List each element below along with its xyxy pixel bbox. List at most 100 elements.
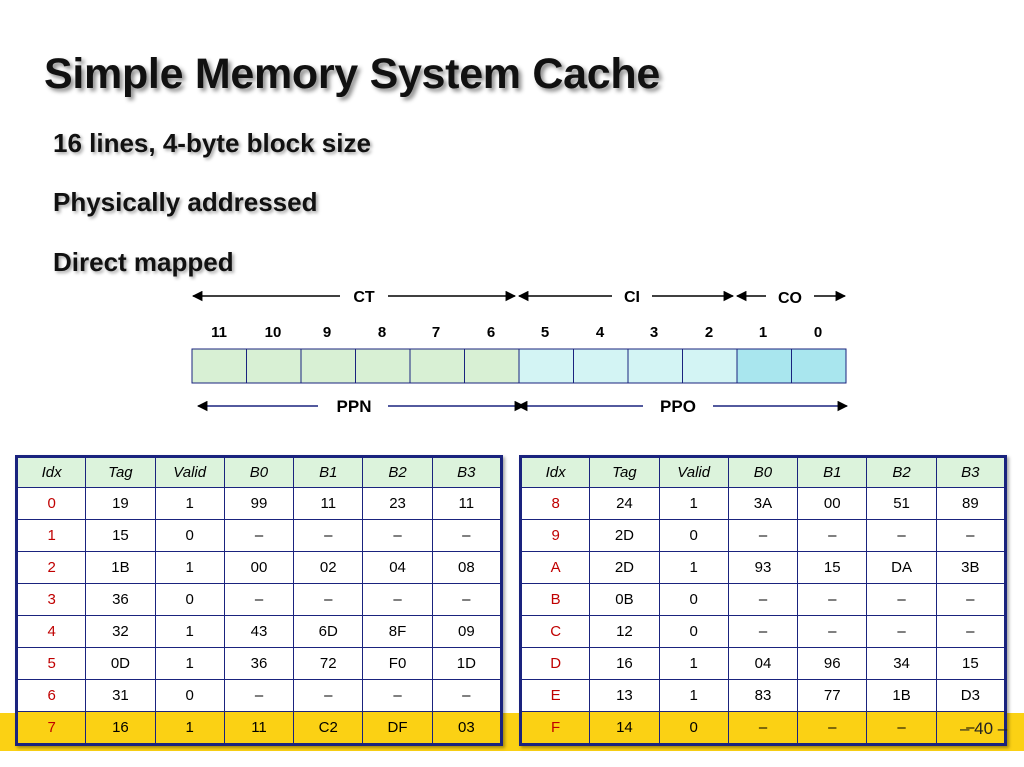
table-cell: DF xyxy=(362,711,433,745)
table-cell: 1 xyxy=(154,647,225,680)
table-header-row: Idx Tag Valid B0 B1 B2 B3 xyxy=(15,456,503,488)
table-cell: – xyxy=(362,679,433,712)
header-b3: B3 xyxy=(935,456,1007,488)
table-cell: 16 xyxy=(85,711,156,745)
table-cell: – xyxy=(797,519,868,552)
table-cell: 31 xyxy=(85,679,156,712)
table-cell: 04 xyxy=(362,551,433,584)
ppn-label: PPN xyxy=(337,397,372,416)
header-tag: Tag xyxy=(85,456,156,488)
table-cell: 36 xyxy=(85,583,156,616)
table-cell: 13 xyxy=(589,679,660,712)
table-cell: – xyxy=(935,583,1007,616)
cell-index: A xyxy=(519,551,591,584)
cell-index: D xyxy=(519,647,591,680)
bit-number: 11 xyxy=(211,324,227,341)
cell-index: 7 xyxy=(15,711,87,745)
ct-label: CT xyxy=(353,289,375,306)
table-cell: – xyxy=(431,583,503,616)
header-valid: Valid xyxy=(154,456,225,488)
header-valid: Valid xyxy=(658,456,729,488)
table-cell: – xyxy=(362,519,433,552)
cell-index: 0 xyxy=(15,487,87,520)
bit-box-ci xyxy=(682,348,738,384)
bullet-addressing: Physically addressed xyxy=(53,187,318,217)
header-idx: Idx xyxy=(519,456,591,488)
bit-number: 7 xyxy=(432,324,440,341)
table-cell: 0 xyxy=(154,519,225,552)
slide-title: Simple Memory System Cache xyxy=(44,50,660,98)
bit-number: 0 xyxy=(814,324,822,341)
table-cell: 03 xyxy=(431,711,503,745)
cell-index: 2 xyxy=(15,551,87,584)
table-cell: 0B xyxy=(589,583,660,616)
table-cell: 1 xyxy=(154,487,225,520)
table-cell: 02 xyxy=(293,551,364,584)
page-number: – 40 – xyxy=(960,719,1008,738)
address-diagram: CT CI CO 11 10 9 8 7 6 5 4 3 2 1 0 xyxy=(191,289,849,416)
header-b1: B1 xyxy=(797,456,868,488)
table-cell: 0 xyxy=(658,615,729,648)
bit-number: 6 xyxy=(487,324,495,341)
table-cell: – xyxy=(797,615,868,648)
bit-numbers: 11 10 9 8 7 6 5 4 3 2 1 0 xyxy=(211,324,822,341)
table-cell: 16 xyxy=(589,647,660,680)
table-cell: – xyxy=(362,583,433,616)
table-cell: 0 xyxy=(658,711,729,745)
table-cell: – xyxy=(293,679,364,712)
table-cell: 1 xyxy=(154,615,225,648)
table-cell: 1D xyxy=(431,647,503,680)
table-cell: 2D xyxy=(589,519,660,552)
table-cell: – xyxy=(935,615,1007,648)
table-cell: 77 xyxy=(797,679,868,712)
ppn-field-arrow: PPN xyxy=(196,397,526,416)
bit-box-ct xyxy=(300,348,356,384)
bullet-mapping: Direct mapped xyxy=(53,247,234,277)
table-cell: – xyxy=(431,679,503,712)
bit-number: 1 xyxy=(759,324,767,341)
table-cell: 0 xyxy=(154,679,225,712)
table-cell: – xyxy=(935,519,1007,552)
cell-index: 6 xyxy=(15,679,87,712)
table-cell: 96 xyxy=(797,647,868,680)
cell-index: C xyxy=(519,615,591,648)
table-cell: 12 xyxy=(589,615,660,648)
header-b0: B0 xyxy=(727,456,799,488)
cell-index: E xyxy=(519,679,591,712)
table-cell: 24 xyxy=(589,487,660,520)
table-cell: 0 xyxy=(658,583,729,616)
bit-box-ct xyxy=(355,348,411,384)
table-cell: 11 xyxy=(293,487,364,520)
table-cell: 11 xyxy=(223,711,295,745)
table-cell: 15 xyxy=(85,519,156,552)
bit-boxes xyxy=(191,348,847,384)
table-cell: – xyxy=(935,711,1007,745)
ct-field-arrow: CT xyxy=(191,289,517,306)
table-header-row: Idx Tag Valid B0 B1 B2 B3 xyxy=(519,456,1007,488)
table-cell: DA xyxy=(866,551,937,584)
table-cell: 32 xyxy=(85,615,156,648)
table-cell: 0 xyxy=(658,519,729,552)
ppo-label: PPO xyxy=(660,397,696,416)
table-cell: 15 xyxy=(797,551,868,584)
table-cell: – xyxy=(293,519,364,552)
table-cell: 15 xyxy=(935,647,1007,680)
cell-index: F xyxy=(519,711,591,745)
header-tag: Tag xyxy=(589,456,660,488)
table-cell: – xyxy=(727,519,799,552)
bit-box-co xyxy=(736,348,792,384)
table-cell: 00 xyxy=(797,487,868,520)
table-cell: 1 xyxy=(154,711,225,745)
co-label: CO xyxy=(778,290,802,307)
table-cell: – xyxy=(727,711,799,745)
header-b3: B3 xyxy=(431,456,503,488)
table-cell: 04 xyxy=(727,647,799,680)
